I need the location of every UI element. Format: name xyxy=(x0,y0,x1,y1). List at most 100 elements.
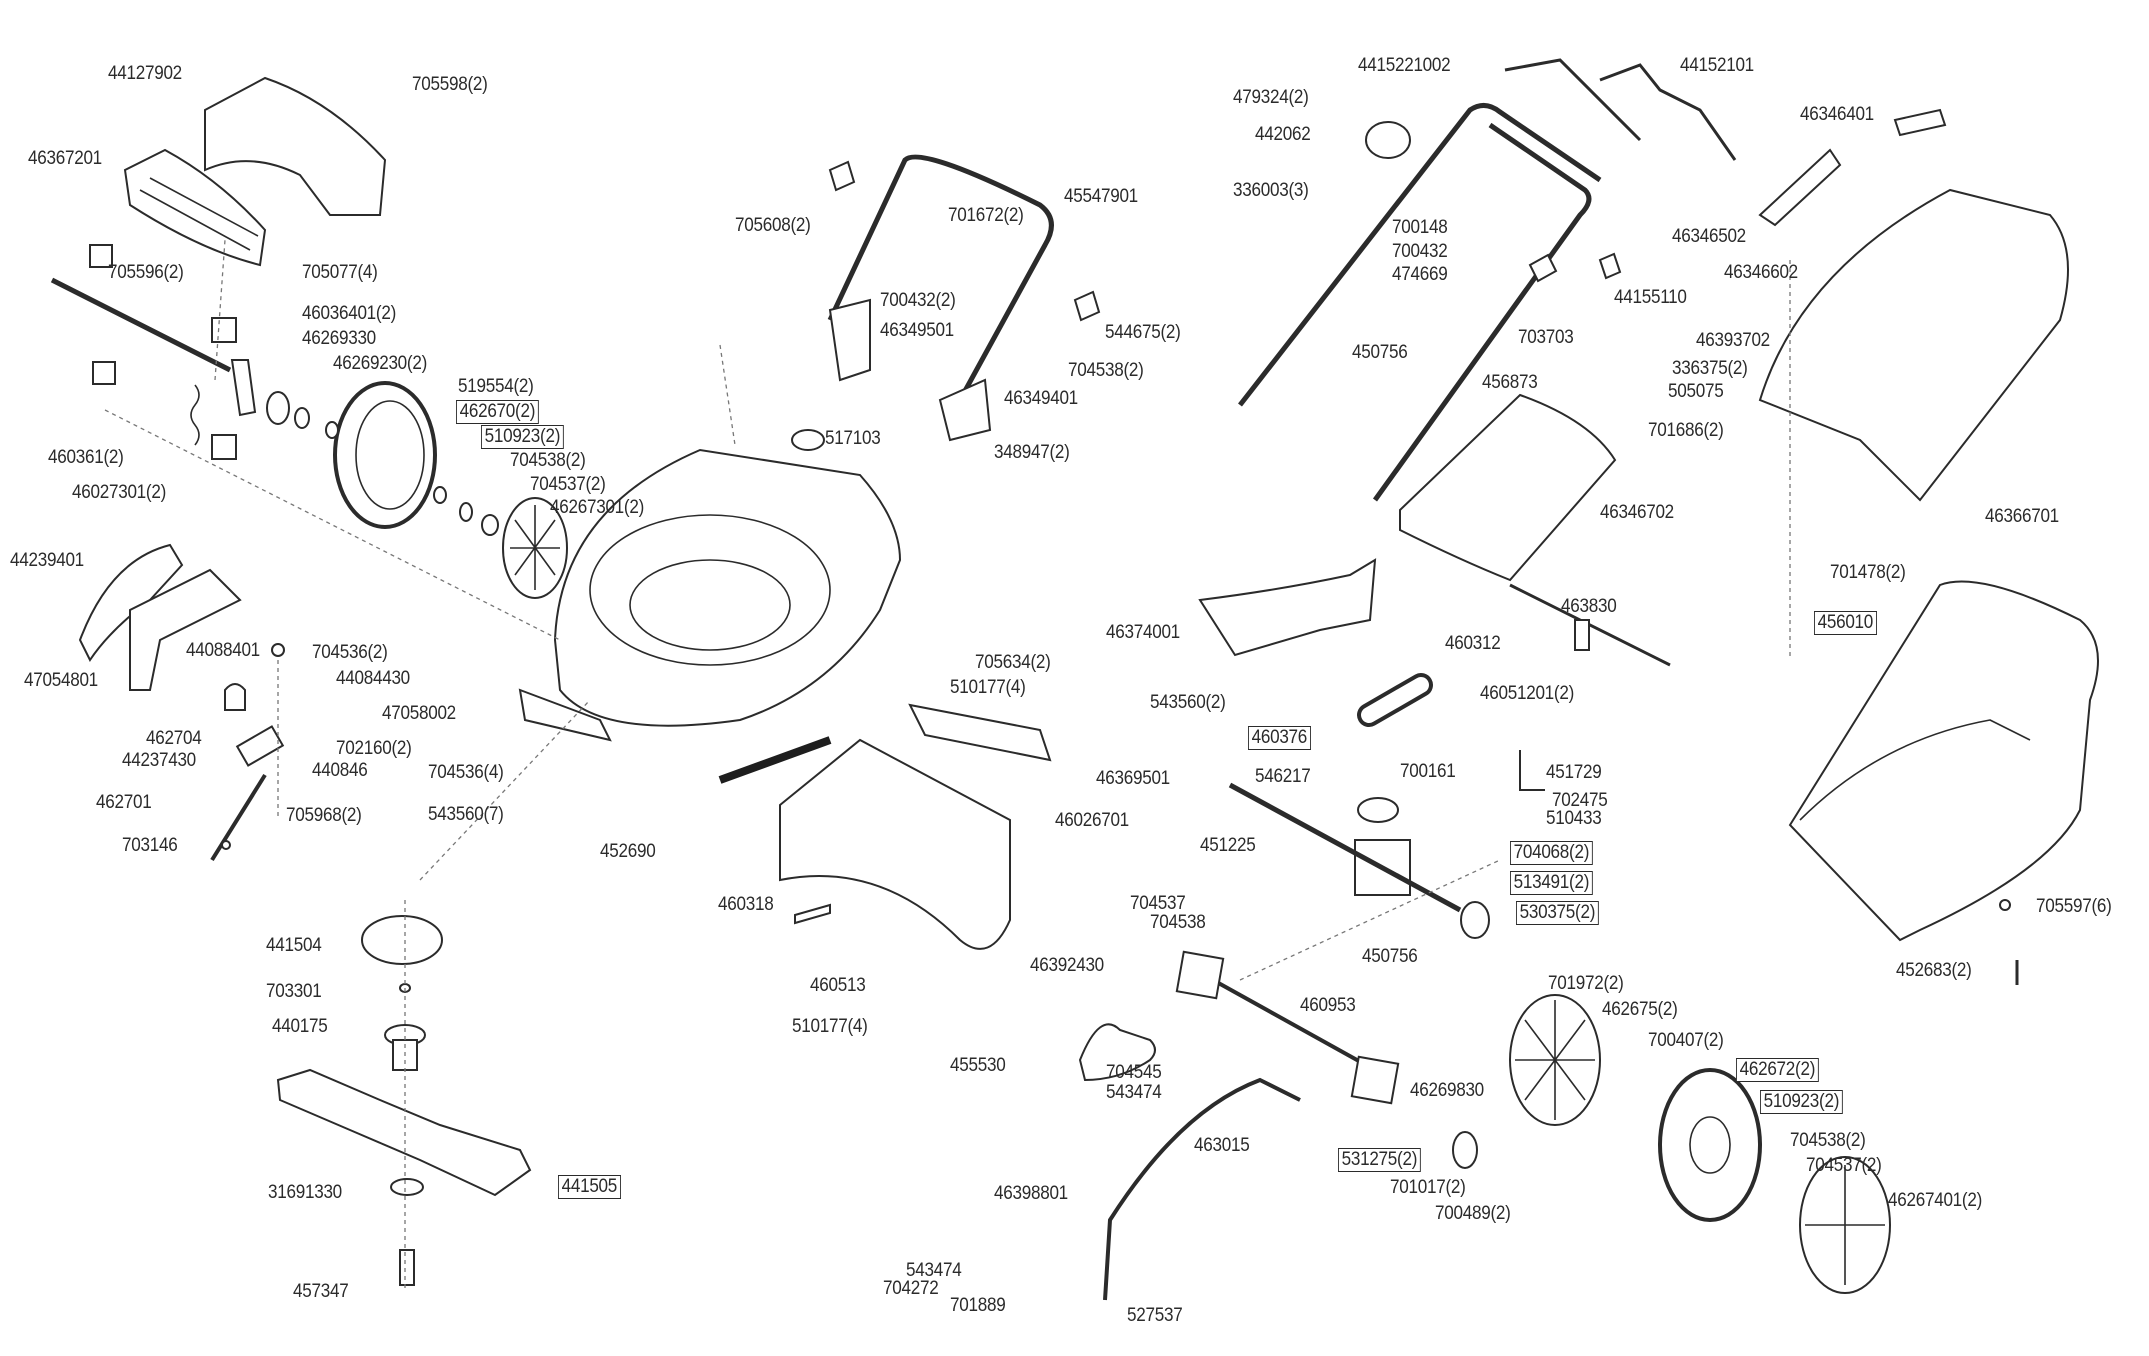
part-label[interactable]: 463015 xyxy=(1194,1135,1250,1156)
part-label[interactable]: 703146 xyxy=(122,835,178,856)
part-label[interactable]: 452683(2) xyxy=(1896,960,1972,981)
part-label[interactable]: 705598(2) xyxy=(412,74,488,95)
part-label[interactable]: 519554(2) xyxy=(458,376,534,397)
part-label[interactable]: 510433 xyxy=(1546,808,1602,829)
part-label[interactable]: 4415221002 xyxy=(1358,55,1451,76)
part-label[interactable]: 704272 xyxy=(883,1278,939,1299)
part-label[interactable]: 705968(2) xyxy=(286,805,362,826)
part-label[interactable]: 479324(2) xyxy=(1233,87,1309,108)
part-label-boxed[interactable]: 456010 xyxy=(1814,611,1877,635)
part-label[interactable]: 44155110 xyxy=(1614,287,1687,308)
part-label[interactable]: 704538(2) xyxy=(1068,360,1144,381)
part-label[interactable]: 450756 xyxy=(1352,342,1408,363)
part-label[interactable]: 704538(2) xyxy=(510,450,586,471)
part-label[interactable]: 46392430 xyxy=(1030,955,1104,976)
part-label[interactable]: 455530 xyxy=(950,1055,1006,1076)
part-label[interactable]: 462704 xyxy=(146,728,202,749)
part-label[interactable]: 527537 xyxy=(1127,1305,1183,1326)
part-label[interactable]: 46346602 xyxy=(1724,262,1798,283)
part-label[interactable]: 701686(2) xyxy=(1648,420,1724,441)
part-label[interactable]: 705597(6) xyxy=(2036,896,2112,917)
part-label[interactable]: 702475 xyxy=(1552,790,1608,811)
part-label[interactable]: 44237430 xyxy=(122,750,196,771)
part-label[interactable]: 704536(2) xyxy=(312,642,388,663)
part-label-boxed[interactable]: 704068(2) xyxy=(1510,841,1593,865)
part-label[interactable]: 452690 xyxy=(600,841,656,862)
part-label[interactable]: 705077(4) xyxy=(302,262,378,283)
part-label[interactable]: 704537 xyxy=(1130,893,1186,914)
part-label[interactable]: 702160(2) xyxy=(336,738,412,759)
part-label[interactable]: 700432 xyxy=(1392,241,1448,262)
part-label[interactable]: 543474 xyxy=(906,1260,962,1281)
part-label[interactable]: 701889 xyxy=(950,1295,1006,1316)
part-label[interactable]: 543474 xyxy=(1106,1082,1162,1103)
part-label[interactable]: 46398801 xyxy=(994,1183,1068,1204)
part-label[interactable]: 704538(2) xyxy=(1790,1130,1866,1151)
part-label[interactable]: 462701 xyxy=(96,792,152,813)
part-label[interactable]: 460312 xyxy=(1445,633,1501,654)
part-label[interactable]: 46346401 xyxy=(1800,104,1874,125)
part-label[interactable]: 44084430 xyxy=(336,668,410,689)
part-label[interactable]: 700161 xyxy=(1400,761,1456,782)
part-label-boxed[interactable]: 510923(2) xyxy=(481,425,564,449)
part-label[interactable]: 47054801 xyxy=(24,670,98,691)
part-label[interactable]: 703703 xyxy=(1518,327,1574,348)
part-label-boxed[interactable]: 530375(2) xyxy=(1516,901,1599,925)
part-label[interactable]: 705608(2) xyxy=(735,215,811,236)
part-label[interactable]: 544675(2) xyxy=(1105,322,1181,343)
part-label[interactable]: 704545 xyxy=(1106,1062,1162,1083)
part-label[interactable]: 46349401 xyxy=(1004,388,1078,409)
part-label[interactable]: 46269330 xyxy=(302,328,376,349)
part-label[interactable]: 701478(2) xyxy=(1830,562,1906,583)
part-label[interactable]: 451729 xyxy=(1546,762,1602,783)
part-label-boxed[interactable]: 462672(2) xyxy=(1736,1058,1819,1082)
part-label[interactable]: 46026701 xyxy=(1055,810,1129,831)
part-label[interactable]: 46269230(2) xyxy=(333,353,428,374)
part-label[interactable]: 546217 xyxy=(1255,766,1311,787)
part-label-boxed[interactable]: 510923(2) xyxy=(1760,1090,1843,1114)
part-label[interactable]: 701972(2) xyxy=(1548,973,1624,994)
part-label[interactable]: 44088401 xyxy=(186,640,260,661)
part-label[interactable]: 700148 xyxy=(1392,217,1448,238)
part-label[interactable]: 46349501 xyxy=(880,320,954,341)
part-label-boxed[interactable]: 441505 xyxy=(558,1175,621,1199)
part-label[interactable]: 701017(2) xyxy=(1390,1177,1466,1198)
part-label[interactable]: 46393702 xyxy=(1696,330,1770,351)
part-label[interactable]: 460513 xyxy=(810,975,866,996)
part-label[interactable]: 46267301(2) xyxy=(550,497,645,518)
part-label[interactable]: 456873 xyxy=(1482,372,1538,393)
part-label[interactable]: 44127902 xyxy=(108,63,182,84)
part-label[interactable]: 336375(2) xyxy=(1672,358,1748,379)
part-label[interactable]: 460361(2) xyxy=(48,447,124,468)
part-label[interactable]: 44239401 xyxy=(10,550,84,571)
part-label-boxed[interactable]: 531275(2) xyxy=(1338,1148,1421,1172)
part-label[interactable]: 441504 xyxy=(266,935,322,956)
part-label[interactable]: 462675(2) xyxy=(1602,999,1678,1020)
part-label[interactable]: 348947(2) xyxy=(994,442,1070,463)
part-label[interactable]: 701672(2) xyxy=(948,205,1024,226)
part-label[interactable]: 543560(7) xyxy=(428,804,504,825)
part-label[interactable]: 46367201 xyxy=(28,148,102,169)
part-label[interactable]: 46346502 xyxy=(1672,226,1746,247)
part-label[interactable]: 505075 xyxy=(1668,381,1724,402)
part-label[interactable]: 517103 xyxy=(825,428,881,449)
part-label[interactable]: 46027301(2) xyxy=(72,482,167,503)
part-label[interactable]: 46036401(2) xyxy=(302,303,397,324)
part-label[interactable]: 46374001 xyxy=(1106,622,1180,643)
part-label[interactable]: 450756 xyxy=(1362,946,1418,967)
part-label[interactable]: 46269830 xyxy=(1410,1080,1484,1101)
part-label[interactable]: 705596(2) xyxy=(108,262,184,283)
part-label[interactable]: 510177(4) xyxy=(950,677,1026,698)
part-label[interactable]: 700432(2) xyxy=(880,290,956,311)
part-label-boxed[interactable]: 462670(2) xyxy=(456,400,539,424)
part-label[interactable]: 704537(2) xyxy=(530,474,606,495)
part-label[interactable]: 510177(4) xyxy=(792,1016,868,1037)
part-label[interactable]: 543560(2) xyxy=(1150,692,1226,713)
part-label[interactable]: 46267401(2) xyxy=(1888,1190,1983,1211)
part-label[interactable]: 440846 xyxy=(312,760,368,781)
part-label[interactable]: 700407(2) xyxy=(1648,1030,1724,1051)
part-label[interactable]: 46346702 xyxy=(1600,502,1674,523)
part-label[interactable]: 704536(4) xyxy=(428,762,504,783)
part-label[interactable]: 474669 xyxy=(1392,264,1448,285)
part-label[interactable]: 336003(3) xyxy=(1233,180,1309,201)
